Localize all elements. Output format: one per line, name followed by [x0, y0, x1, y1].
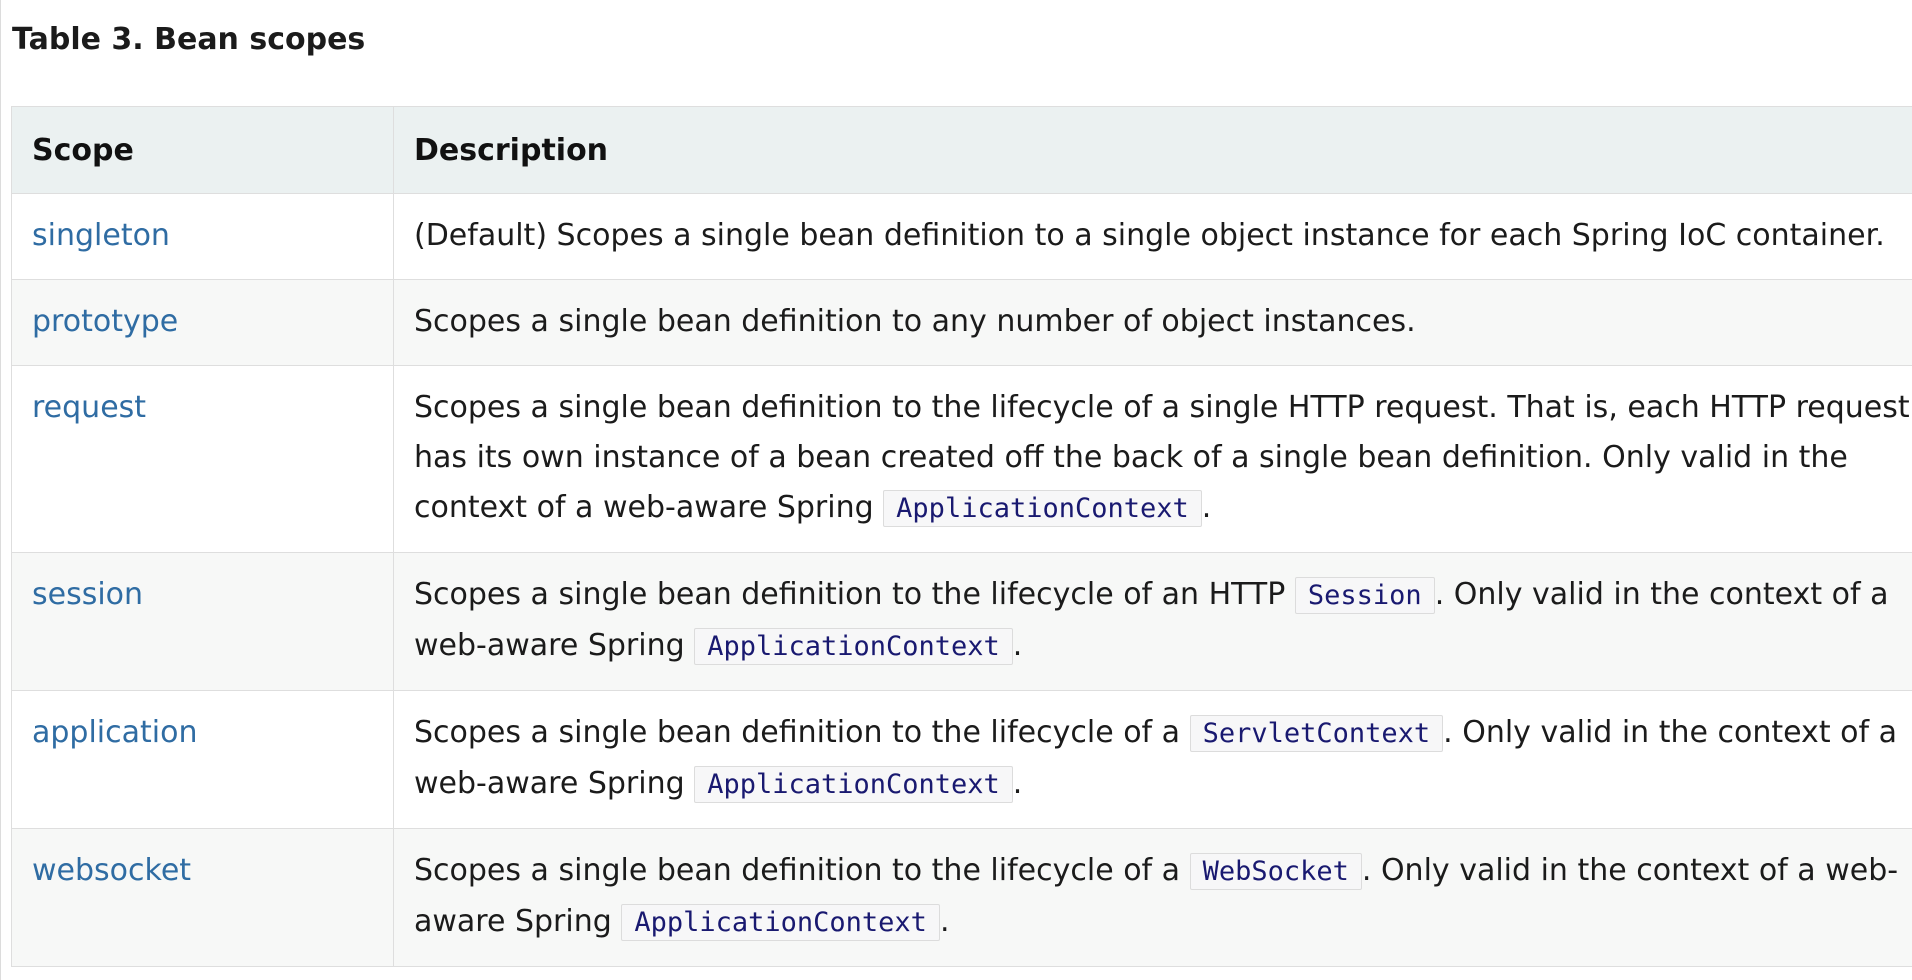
description-text: Scopes a single bean definition to any n… [414, 304, 1416, 339]
description-cell: Scopes a single bean definition to any n… [393, 279, 1912, 366]
description-text: Scopes a single bean definition to the l… [414, 390, 1910, 525]
scope-cell: application [11, 690, 394, 829]
code-servlet-context: ServletContext [1189, 715, 1444, 752]
description-text: . Only valid in the context of a web-awa… [414, 715, 1897, 801]
code-application-context: ApplicationContext [883, 490, 1202, 527]
table-row-websocket: websocket Scopes a single bean definitio… [11, 828, 1912, 967]
description-text: (Default) Scopes a single bean definitio… [414, 218, 1885, 253]
column-header-description: Description [393, 106, 1912, 194]
table-row-singleton: singleton (Default) Scopes a single bean… [11, 193, 1912, 280]
description-text: . Only valid in the context of a web-awa… [414, 853, 1899, 939]
description-text: . [1201, 490, 1212, 525]
bean-scopes-table: Scope Description singleton (Default) Sc… [11, 106, 1912, 967]
scope-cell: session [11, 552, 394, 691]
code-session: Session [1294, 577, 1435, 614]
scope-link-websocket[interactable]: websocket [32, 853, 192, 888]
description-text: Scopes a single bean definition to the l… [414, 853, 1190, 888]
description-cell: Scopes a single bean definition to the l… [393, 828, 1912, 967]
table-header-row: Scope Description [11, 106, 1912, 194]
description-text: . [939, 904, 950, 939]
table-row-session: session Scopes a single bean definition … [11, 552, 1912, 691]
scope-link-prototype[interactable]: prototype [32, 304, 179, 339]
table-row-prototype: prototype Scopes a single bean definitio… [11, 279, 1912, 366]
description-cell: Scopes a single bean definition to the l… [393, 365, 1912, 553]
scope-cell: request [11, 365, 394, 553]
scope-cell: prototype [11, 279, 394, 366]
description-text: Scopes a single bean definition to the l… [414, 577, 1295, 612]
description-text: . [1012, 628, 1023, 663]
description-cell: Scopes a single bean definition to the l… [393, 690, 1912, 829]
description-text: . [1012, 766, 1023, 801]
description-text: Scopes a single bean definition to the l… [414, 715, 1190, 750]
table-row-application: application Scopes a single bean definit… [11, 690, 1912, 829]
column-header-scope: Scope [11, 106, 394, 194]
code-application-context: ApplicationContext [694, 766, 1013, 803]
page-left-border [0, 0, 1, 980]
scope-link-application[interactable]: application [32, 715, 198, 750]
table-row-request: request Scopes a single bean definition … [11, 365, 1912, 553]
table-caption: Table 3. Bean scopes [12, 22, 366, 57]
code-application-context: ApplicationContext [621, 904, 940, 941]
scope-cell: websocket [11, 828, 394, 967]
code-websocket: WebSocket [1189, 853, 1362, 890]
scope-link-session[interactable]: session [32, 577, 144, 612]
description-cell: (Default) Scopes a single bean definitio… [393, 193, 1912, 280]
scope-link-request[interactable]: request [32, 390, 147, 425]
scope-cell: singleton [11, 193, 394, 280]
scope-link-singleton[interactable]: singleton [32, 218, 170, 253]
code-application-context: ApplicationContext [694, 628, 1013, 665]
description-text: . Only valid in the context of a web-awa… [414, 577, 1889, 663]
description-cell: Scopes a single bean definition to the l… [393, 552, 1912, 691]
